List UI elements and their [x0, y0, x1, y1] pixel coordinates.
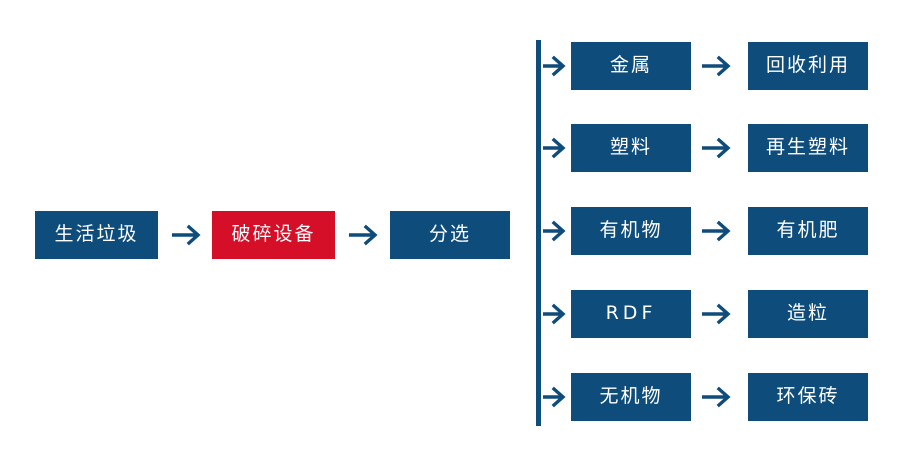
arrow-metal-to-product: [696, 42, 740, 90]
arrow-organic-to-product: [696, 207, 740, 255]
node-waste-label: 生活垃圾: [54, 223, 139, 245]
node-product-metal-label: 回收利用: [765, 54, 850, 76]
node-fraction-metal[interactable]: 金属: [571, 42, 691, 90]
node-fraction-inorganic-label: 无机物: [599, 385, 663, 407]
node-crusher[interactable]: 破碎设备: [212, 211, 335, 259]
node-product-organic[interactable]: 有机肥: [748, 207, 868, 255]
branch-arrow-organic: [541, 207, 571, 255]
node-fraction-plastic-label: 塑料: [609, 136, 652, 158]
arrow-waste-to-crusher: [166, 211, 210, 259]
node-fraction-inorganic[interactable]: 无机物: [571, 373, 691, 421]
node-fraction-metal-label: 金属: [609, 54, 652, 76]
arrow-rdf-to-product: [696, 290, 740, 338]
arrow-plastic-to-product: [696, 124, 740, 172]
arrow-inorganic-to-product: [696, 373, 740, 421]
branch-arrow-inorganic: [541, 373, 571, 421]
node-product-inorganic-label: 环保砖: [776, 385, 840, 407]
node-sorting[interactable]: 分选: [390, 211, 510, 259]
node-product-plastic-label: 再生塑料: [765, 136, 850, 158]
node-product-rdf[interactable]: 造粒: [748, 290, 868, 338]
node-product-inorganic[interactable]: 环保砖: [748, 373, 868, 421]
node-crusher-label: 破碎设备: [231, 223, 316, 245]
node-sorting-label: 分选: [428, 223, 471, 245]
branch-arrow-rdf: [541, 290, 571, 338]
node-fraction-rdf[interactable]: RDF: [571, 290, 691, 338]
node-product-rdf-label: 造粒: [786, 302, 829, 324]
sorting-branch-bus: [536, 40, 541, 426]
branch-arrow-metal: [541, 42, 571, 90]
branch-arrow-plastic: [541, 124, 571, 172]
node-product-plastic[interactable]: 再生塑料: [748, 124, 868, 172]
node-fraction-organic[interactable]: 有机物: [571, 207, 691, 255]
node-fraction-organic-label: 有机物: [599, 219, 663, 241]
node-fraction-rdf-label: RDF: [605, 302, 657, 324]
node-fraction-plastic[interactable]: 塑料: [571, 124, 691, 172]
node-waste[interactable]: 生活垃圾: [35, 211, 158, 259]
node-product-organic-label: 有机肥: [776, 219, 840, 241]
node-product-metal[interactable]: 回收利用: [748, 42, 868, 90]
arrow-crusher-to-sorting: [343, 211, 387, 259]
